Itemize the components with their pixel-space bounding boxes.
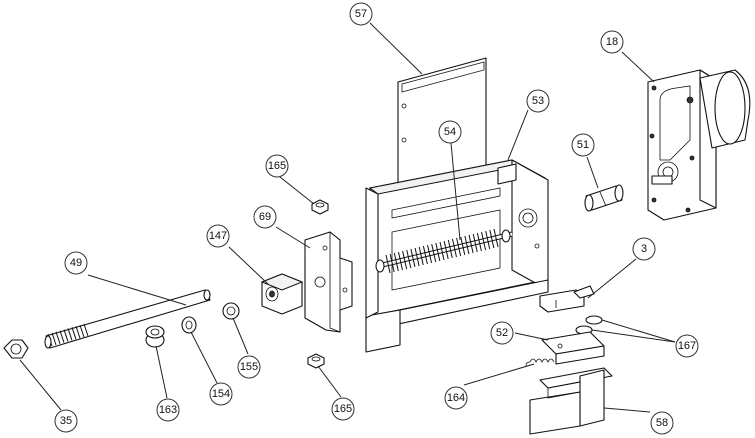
thread-line xyxy=(468,234,474,254)
thread-line xyxy=(460,236,466,256)
svg-text:18: 18 xyxy=(606,36,618,48)
thread-line xyxy=(397,251,403,271)
thread-line xyxy=(385,254,391,274)
thread-line xyxy=(427,244,433,264)
svg-text:35: 35 xyxy=(60,415,72,427)
thread-line xyxy=(456,237,462,257)
part-165-nut-bottom xyxy=(307,353,325,369)
svg-text:165: 165 xyxy=(334,403,352,415)
svg-text:147: 147 xyxy=(209,230,227,242)
svg-text:69: 69 xyxy=(259,211,271,223)
part-49-shaft xyxy=(44,289,211,349)
callout-167: 167 xyxy=(675,334,699,358)
callout-164: 164 xyxy=(444,386,468,410)
thread-line xyxy=(389,253,395,273)
thread-line xyxy=(493,228,499,248)
svg-text:58: 58 xyxy=(656,417,668,429)
thread-line xyxy=(476,232,482,252)
thread-line xyxy=(79,324,85,338)
thread-line xyxy=(435,242,441,262)
callout-18: 18 xyxy=(600,30,624,54)
thread-line xyxy=(59,330,65,343)
svg-text:57: 57 xyxy=(355,8,367,20)
thread-line xyxy=(418,246,424,266)
thread-line xyxy=(402,250,408,270)
part-54-worm-screw xyxy=(375,228,513,274)
callout-58: 58 xyxy=(650,411,674,435)
part-52-bracket xyxy=(541,331,605,365)
part-154-washer xyxy=(181,316,197,334)
thread-line xyxy=(63,329,69,342)
svg-text:163: 163 xyxy=(159,404,177,416)
thread-line xyxy=(481,231,487,251)
callout-147: 147 xyxy=(206,224,230,248)
svg-text:3: 3 xyxy=(641,243,647,255)
thread-line xyxy=(431,243,437,263)
thread-line xyxy=(406,249,412,269)
part-165-nut-top xyxy=(311,199,329,215)
callout-69: 69 xyxy=(253,205,277,229)
thread-line xyxy=(485,230,491,250)
thread-line xyxy=(422,245,428,265)
svg-text:51: 51 xyxy=(577,139,589,151)
part-51-coupling xyxy=(584,184,624,212)
thread-line xyxy=(414,247,420,267)
callout-54: 54 xyxy=(438,120,462,144)
part-163-bushing xyxy=(145,325,165,348)
callout-35: 35 xyxy=(54,409,78,433)
svg-text:53: 53 xyxy=(532,95,544,107)
callout-51: 51 xyxy=(571,133,595,157)
thread-line xyxy=(464,235,470,255)
part-164-spring xyxy=(525,358,555,367)
callout-52: 52 xyxy=(490,321,514,345)
thread-line xyxy=(439,241,445,261)
thread-line xyxy=(71,327,77,340)
callout-57: 57 xyxy=(349,2,373,26)
part-3-switch xyxy=(539,285,595,313)
svg-text:49: 49 xyxy=(70,257,82,269)
callout-165-top: 165 xyxy=(265,154,289,178)
part-18-gear-motor xyxy=(647,69,751,221)
svg-text:154: 154 xyxy=(212,388,230,400)
callout-53: 53 xyxy=(526,89,550,113)
callout-154: 154 xyxy=(209,382,233,406)
part-155-washer xyxy=(222,302,240,320)
part-58-base xyxy=(529,367,613,435)
thread-line xyxy=(410,248,416,268)
callout-155: 155 xyxy=(237,355,261,379)
thread-line xyxy=(75,326,81,339)
thread-line xyxy=(489,229,495,249)
callout-3: 3 xyxy=(632,237,656,261)
svg-text:167: 167 xyxy=(678,340,696,352)
part-53-frame xyxy=(365,159,549,353)
callout-163: 163 xyxy=(156,398,180,422)
callout-49: 49 xyxy=(64,251,88,275)
thread-line xyxy=(443,240,449,260)
svg-text:165: 165 xyxy=(268,160,286,172)
callout-165-bottom: 165 xyxy=(331,397,355,421)
thread-line xyxy=(55,331,61,344)
svg-text:52: 52 xyxy=(496,327,508,339)
part-147-block xyxy=(260,273,304,315)
thread-line xyxy=(67,328,73,341)
thread-line xyxy=(447,239,453,259)
thread-line xyxy=(393,252,399,272)
svg-text:164: 164 xyxy=(447,392,465,404)
svg-text:54: 54 xyxy=(444,126,456,138)
thread-line xyxy=(451,238,457,258)
part-35-nut xyxy=(3,339,29,359)
thread-line xyxy=(51,332,57,346)
thread-line xyxy=(83,323,89,337)
svg-text:155: 155 xyxy=(240,361,258,373)
leader-lines xyxy=(19,22,676,413)
thread-line xyxy=(472,233,478,253)
part-69-bracket xyxy=(304,231,353,333)
